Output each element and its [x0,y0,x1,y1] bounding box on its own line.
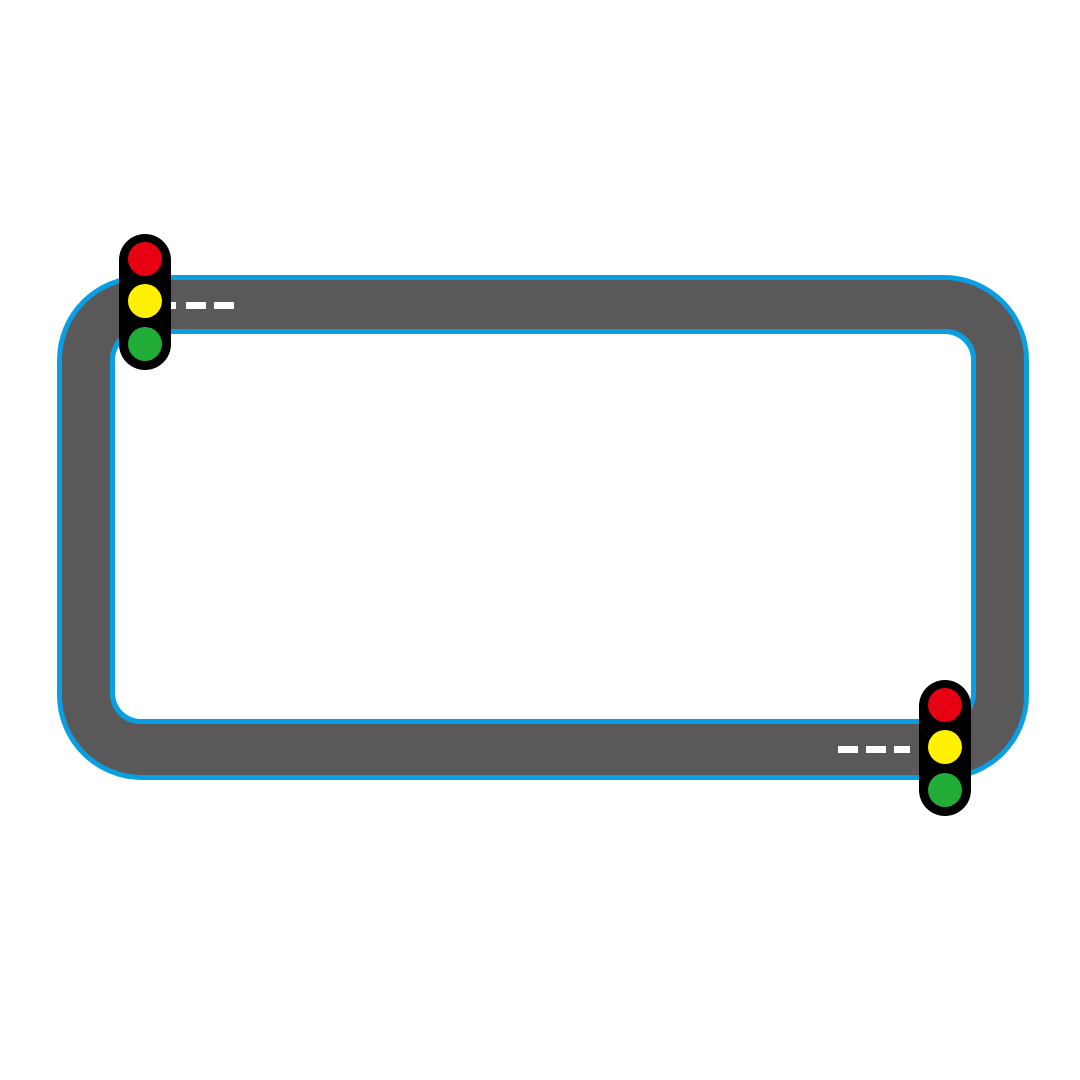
lane-markings-top [160,302,234,309]
green-lamp [128,327,162,361]
lane-dash [214,302,234,309]
lane-markings-bottom [838,746,910,753]
lane-dash [186,302,206,309]
green-lamp [928,773,962,807]
yellow-lamp [928,730,962,764]
lane-dash [866,746,886,753]
traffic-light-icon [119,234,171,370]
traffic-light-icon [919,680,971,816]
yellow-lamp [128,284,162,318]
road-track [57,275,1029,780]
red-lamp [928,688,962,722]
lane-dash [838,746,858,753]
center-field [115,334,971,719]
lane-dash [894,746,910,753]
red-lamp [128,242,162,276]
